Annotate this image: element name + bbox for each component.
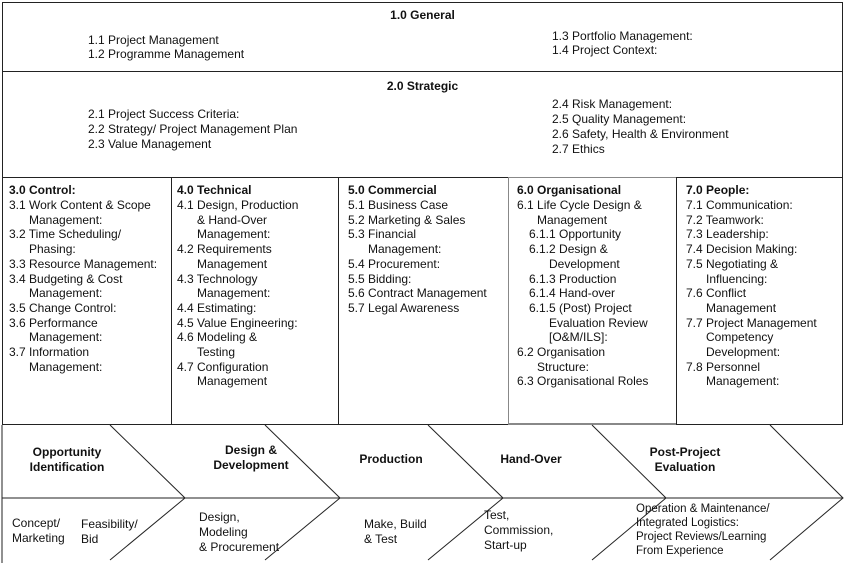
strategic-item: 2.7 Ethics [552,142,605,156]
list-item: Management: [29,212,103,227]
stage-handover: Hand-Over [500,452,562,466]
list-item: Management: [197,286,271,301]
strategic-title: 2.0 Strategic [386,79,459,93]
stage-design: Design &Development [213,443,289,472]
list-item: 5.1 Business Case [348,198,449,212]
list-item: Management [197,374,268,389]
list-item: 7.2 Teamwork: [686,212,764,227]
list-item: Influencing: [706,271,768,286]
list-item: Management: [706,374,780,389]
list-item: 4.5 Value Engineering: [177,315,298,330]
list-item: 3.1 Work Content & Scope [9,198,151,212]
activity-make: Make, Build& Test [364,517,427,546]
people-list: 7.0 People:7.1 Communication:7.2 Teamwor… [686,183,817,389]
list-item: 5.2 Marketing & Sales [348,212,466,227]
strategic-item: 2.2 Strategy/ Project Management Plan [88,122,298,136]
list-item: & Hand-Over [197,212,268,227]
list-item: 3.5 Change Control: [9,300,117,315]
activity-concept: Concept/Marketing [12,516,65,545]
list-item: 4.4 Estimating: [177,300,257,315]
activity-test: Test,Commission,Start-up [484,508,554,552]
list-item: Management: [197,227,271,242]
list-item: Management: [368,242,442,257]
list-item: 6.1.1 Opportunity [529,227,622,242]
list-item: Management: [29,330,103,345]
list-item: Phasing: [29,242,76,257]
list-item: 6.1.5 (Post) Project [529,300,632,315]
strategic-item: 2.1 Project Success Criteria: [88,107,240,121]
activity-feasibility: Feasibility/Bid [81,517,138,546]
list-item: 7.4 Decision Making: [686,242,798,257]
list-item: 4.6 Modeling & [177,330,258,345]
activity-design-modeling: Design,Modeling& Procurement [199,510,280,554]
list-item: 3.6 Performance [9,315,98,330]
list-item: Management: [29,286,103,301]
column-title: 4.0 Technical [177,183,252,197]
list-item: 7.3 Leadership: [686,227,769,242]
column-title: 7.0 People: [686,183,750,197]
list-item: Management: [29,359,103,374]
list-item: 5.5 Bidding: [348,271,412,286]
general-item: 1.4 Project Context: [552,43,658,57]
general-title: 1.0 General [390,8,455,22]
list-item: Structure: [537,359,590,374]
list-item: 6.3 Organisational Roles [517,374,649,389]
strategic-item: 2.5 Quality Management: [552,112,687,126]
list-item: 6.1.4 Hand-over [529,286,616,301]
list-item: 4.3 Technology [177,271,258,286]
list-item: Evaluation Review [549,315,648,330]
list-item: 3.2 Time Scheduling/ [9,227,122,242]
list-item: 6.1.2 Design & [529,242,608,257]
strategic-item: 2.4 Risk Management: [552,97,673,111]
list-item: 6.1.3 Production [529,271,617,286]
column-title: 3.0 Control: [9,183,76,197]
strategic-item: 2.3 Value Management [88,137,212,151]
list-item: 6.1 Life Cycle Design & [517,198,642,212]
list-item: 3.3 Resource Management: [9,256,158,271]
general-item: 1.1 Project Management [88,33,219,47]
list-item: Management [537,212,608,227]
list-item: Management [197,256,268,271]
list-item: 5.6 Contract Management [348,286,487,301]
list-item: 4.7 Configuration [177,359,269,374]
list-item: [O&M/ILS]: [549,330,608,345]
activity-operation: Operation & Maintenance/Integrated Logis… [636,503,770,557]
list-item: Development [549,256,620,271]
general-item: 1.3 Portfolio Management: [552,29,693,43]
stage-production: Production [359,452,423,466]
people-column [676,177,843,425]
list-item: 4.2 Requirements [177,242,272,257]
list-item: 3.4 Budgeting & Cost [9,271,123,286]
list-item: 5.7 Legal Awareness [348,300,460,315]
list-item: Competency [706,330,774,345]
list-item: Development: [706,345,781,360]
list-item: Testing [197,345,236,360]
list-item: Management [706,300,777,315]
list-item: 7.1 Communication: [686,198,793,212]
list-item: 7.8 Personnel [686,359,761,374]
list-item: 7.6 Conflict [686,286,747,301]
list-item: 5.3 Financial [348,227,417,242]
column-title: 6.0 Organisational [517,183,622,197]
strategic-item: 2.6 Safety, Health & Environment [552,127,729,141]
list-item: 7.7 Project Management [686,315,817,330]
list-item: 6.2 Organisation [517,345,606,360]
list-item: 3.7 Information [9,345,90,360]
list-item: 4.1 Design, Production [177,198,299,212]
column-title: 5.0 Commercial [348,183,437,197]
general-item: 1.2 Programme Management [88,47,245,61]
list-item: 7.5 Negotiating & [686,256,779,271]
list-item: 5.4 Procurement: [348,256,441,271]
